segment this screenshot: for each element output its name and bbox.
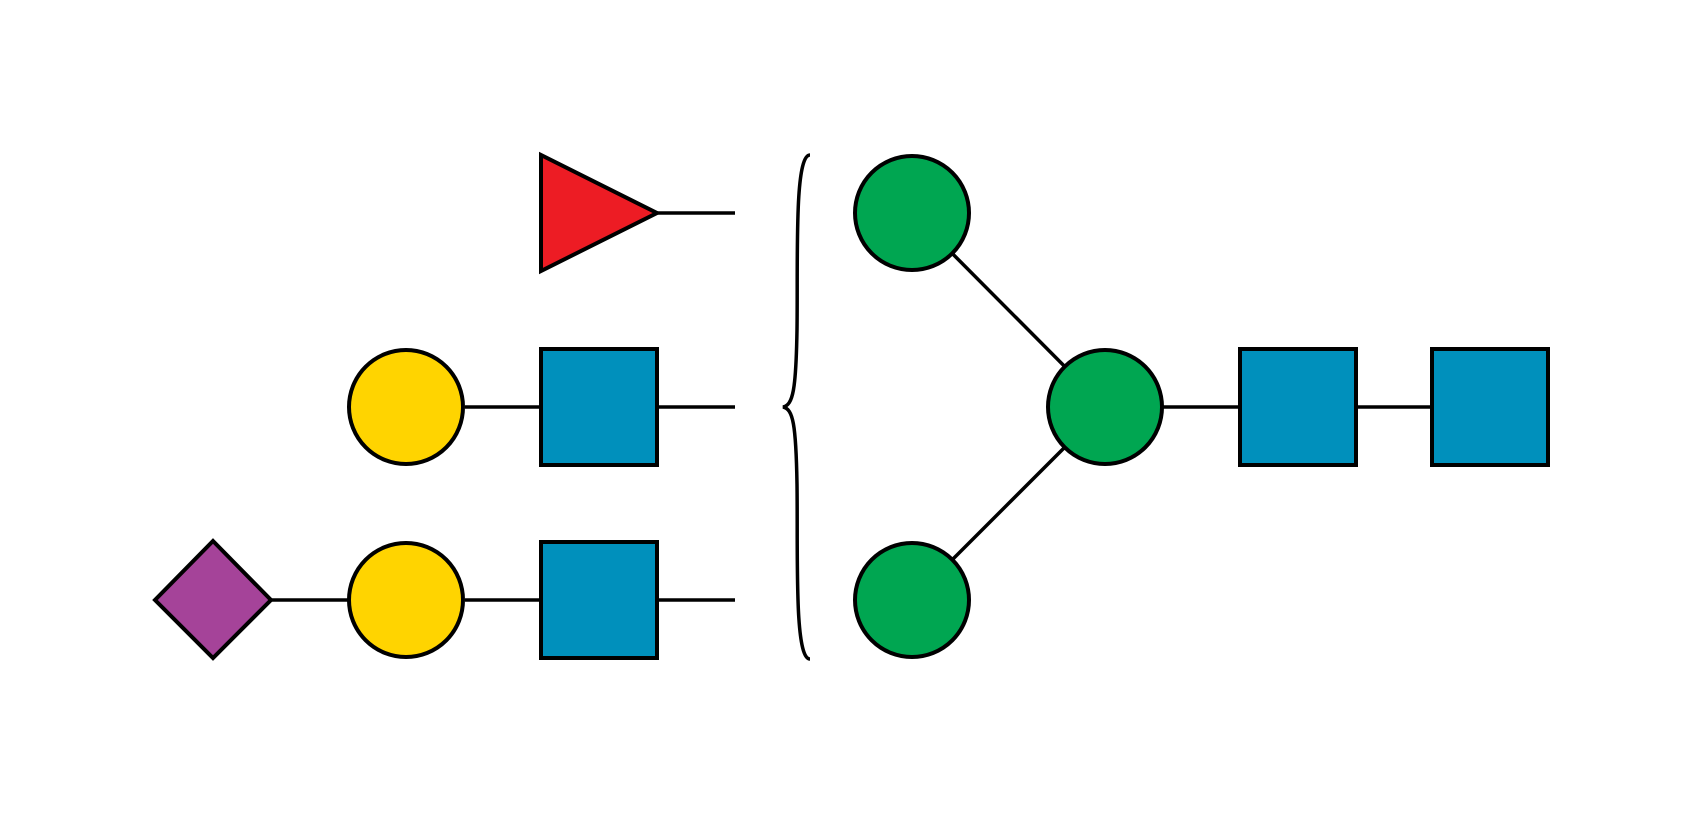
red-triangle-icon — [539, 151, 662, 275]
yellow-circle-icon — [347, 348, 465, 466]
antenna-brace — [782, 153, 811, 661]
green-circle-icon — [853, 541, 971, 659]
green-circle-icon — [1046, 348, 1164, 466]
green-circle-icon — [853, 154, 971, 272]
blue-square-icon — [539, 347, 659, 467]
purple-diamond-icon — [152, 538, 274, 661]
blue-square-icon — [539, 540, 659, 660]
yellow-circle-icon — [347, 541, 465, 659]
blue-square-icon — [1238, 347, 1358, 467]
blue-square-icon — [1430, 347, 1550, 467]
